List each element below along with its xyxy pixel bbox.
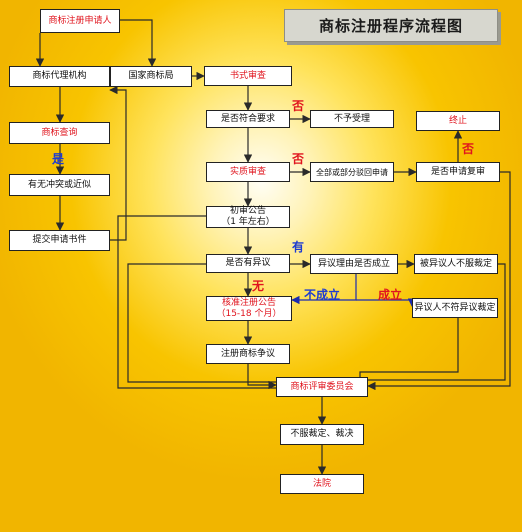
edge-unsatisfied-board — [368, 263, 506, 381]
node-partial-reject: 全部或部分驳回申请 — [310, 162, 394, 182]
edge-review-board — [367, 171, 511, 391]
label-yes: 是 — [52, 152, 65, 166]
node-objector-unsatisfied: 被异议人不服裁定 — [414, 254, 498, 274]
label-valid: 成立 — [378, 288, 403, 302]
edge-applicant-office — [120, 19, 157, 67]
title-panel: 商标注册程序流程图 — [284, 9, 498, 42]
node-board: 商标评审委员会 — [276, 377, 368, 397]
label-has: 有 — [292, 240, 305, 254]
node-objection: 是否有异议 — [206, 254, 290, 273]
node-search: 商标查询 — [9, 122, 110, 144]
edge-disagree-board — [359, 318, 459, 377]
label-no-review: 否 — [462, 142, 475, 156]
node-formal: 书式审查 — [204, 66, 292, 86]
node-office: 国家商标局 — [110, 66, 192, 87]
node-objection-valid: 异议理由是否成立 — [310, 254, 398, 274]
label-no-compliant: 否 — [292, 99, 305, 113]
node-applicant: 商标注册申请人 — [40, 9, 120, 33]
node-approve: 核准注册公告 （15-18 个月） — [206, 296, 292, 321]
edge-prelim-board — [117, 215, 276, 389]
node-terminate: 终止 — [416, 111, 500, 131]
node-compliant: 是否符合要求 — [206, 110, 290, 128]
node-agency: 商标代理机构 — [9, 66, 110, 87]
node-prelim: 初审公告 （1 年左右） — [206, 206, 290, 228]
edge-objection-board — [127, 263, 276, 383]
edge-dispute-board — [247, 364, 277, 390]
node-review-request: 是否申请复审 — [416, 162, 500, 182]
node-substantive: 实质审查 — [206, 162, 290, 182]
node-submit: 提交申请书件 — [9, 230, 110, 251]
node-similar: 有无冲突或近似 — [9, 174, 110, 196]
node-court: 法院 — [280, 474, 364, 494]
label-no-substantive: 否 — [292, 152, 305, 166]
page-title: 商标注册程序流程图 — [318, 17, 463, 35]
label-not-valid: 不成立 — [304, 288, 341, 302]
node-reject: 不予受理 — [310, 110, 394, 128]
node-dispute: 注册商标争议 — [206, 344, 290, 364]
label-none: 无 — [252, 279, 265, 293]
node-appeal: 不服裁定、裁决 — [280, 424, 364, 445]
node-objector-disagree: 异议人不符异议裁定 — [412, 298, 498, 318]
